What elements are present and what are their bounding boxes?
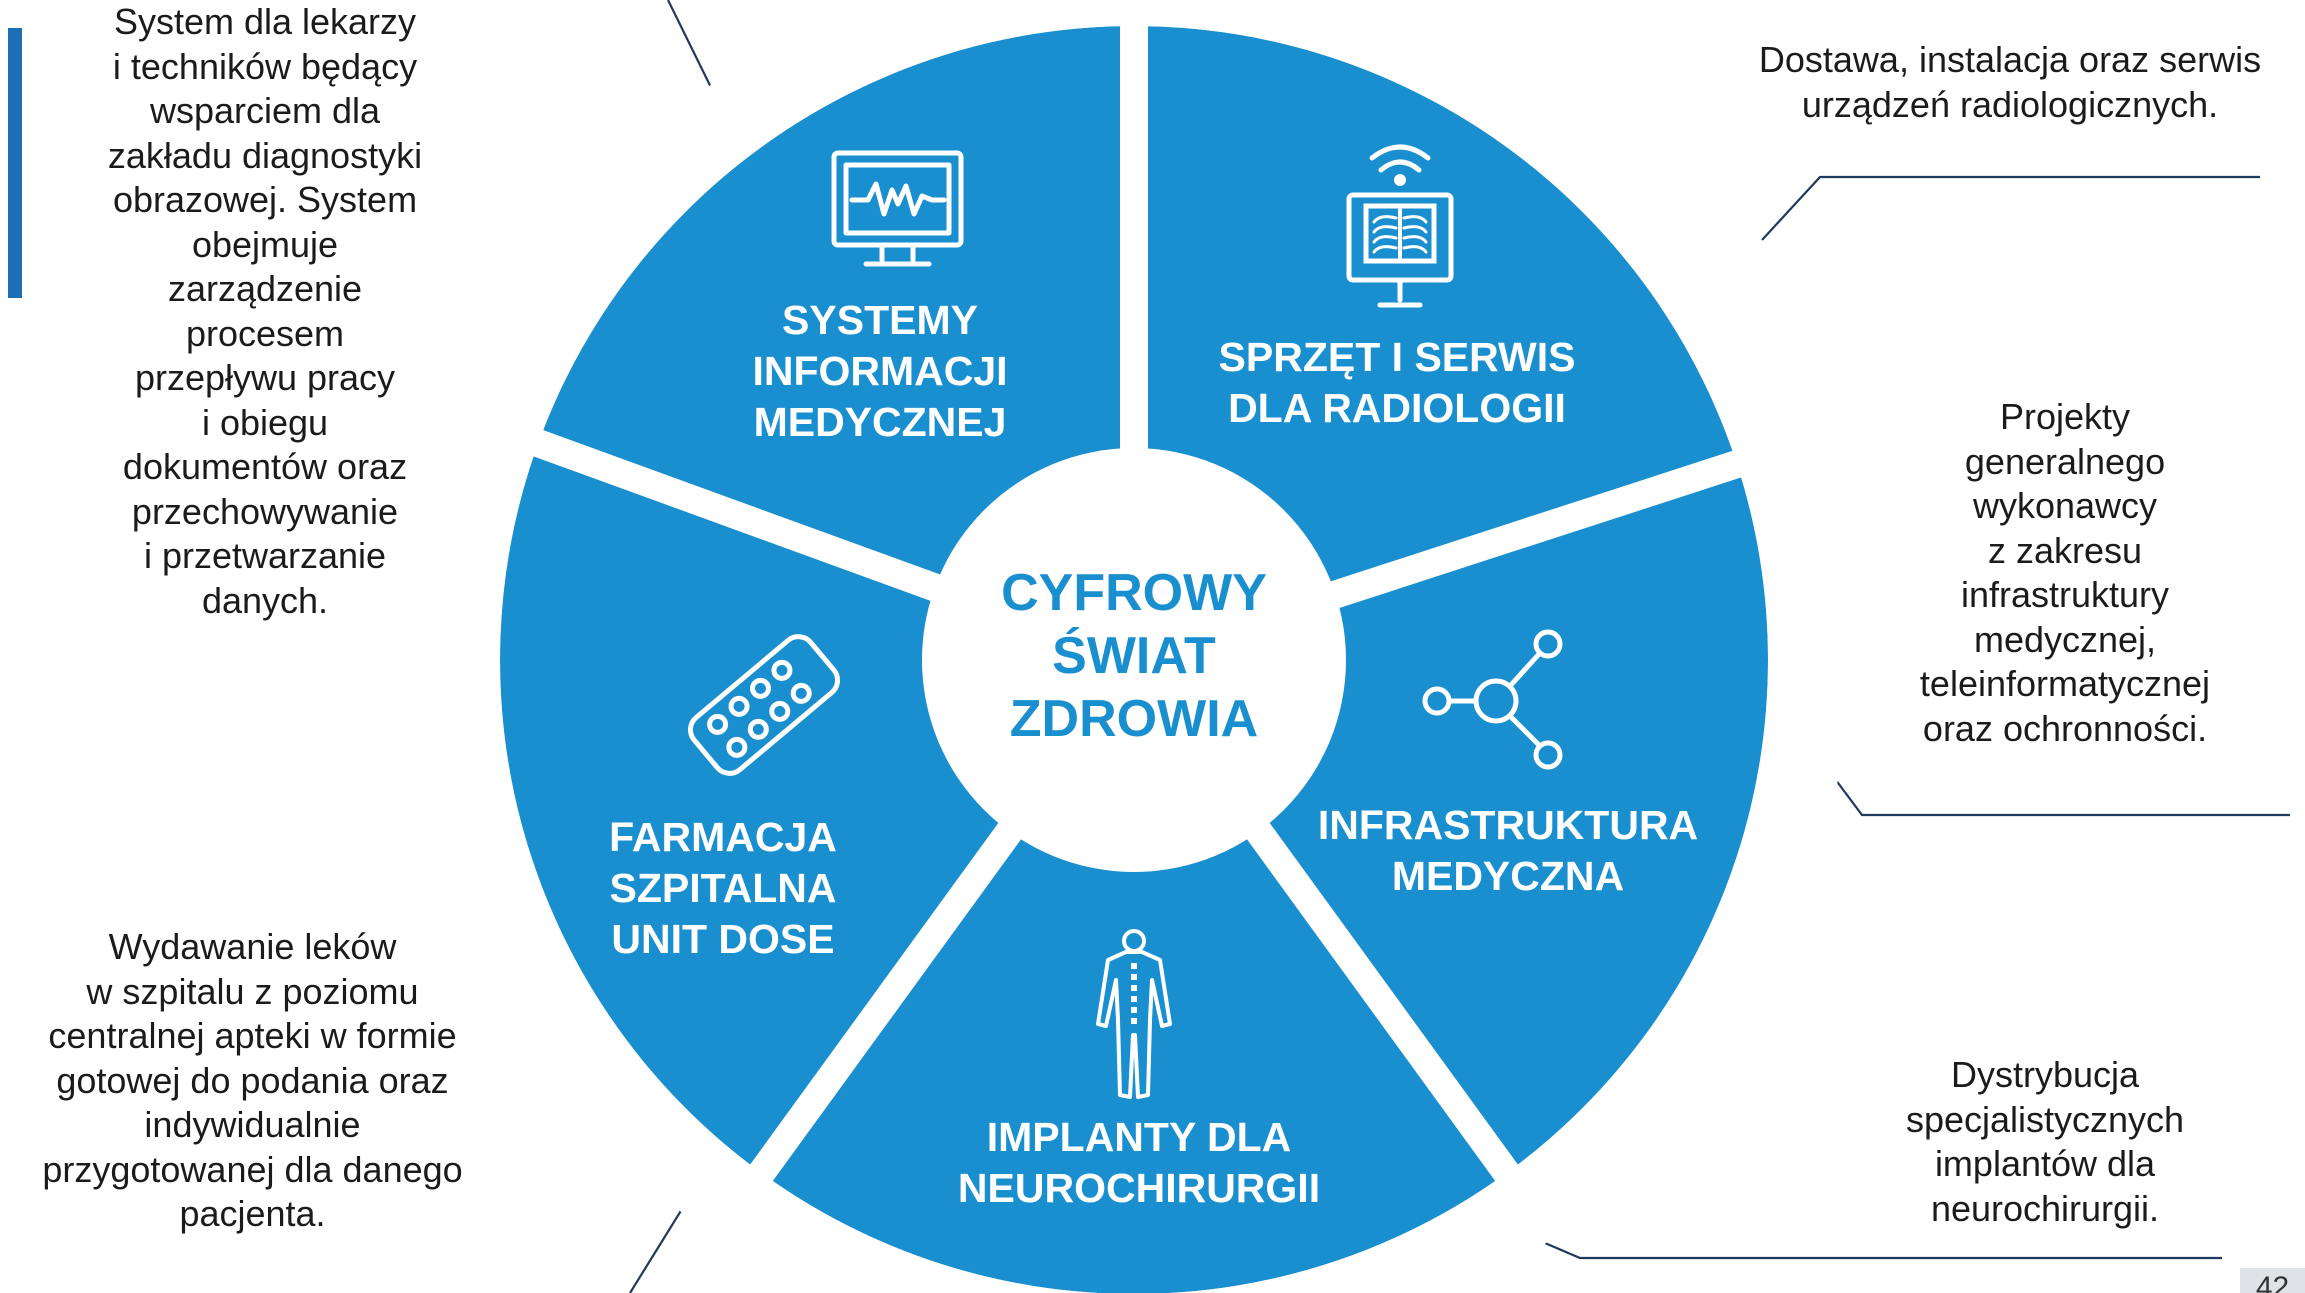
description-implanty: Dystrybucja specjalistycznych implantów … [1905,1054,2185,1229]
pill-blister-icon [687,634,841,776]
description-systemy: System dla lekarzy i techników będący ws… [107,1,423,621]
segment-title-infrastruktura: INFRASTRUKTURA MEDYCZNA [1318,802,1698,899]
center-circle [922,448,1346,872]
segment-title-line: FARMACJA [609,814,837,860]
segment-title-line: SZPITALNA [609,865,836,911]
human-spine-icon [1096,929,1172,1099]
center-title-line: CYFROWY [1001,564,1267,622]
segment-title-line: NEUROCHIRURGII [958,1165,1320,1211]
segment-title-sprzet: SPRZĘT I SERWIS DLA RADIOLOGII [1219,334,1576,431]
segment-title-line: MEDYCZNA [1392,853,1624,899]
monitor-heartbeat-icon [831,150,964,267]
segment-title-line: DLA RADIOLOGII [1228,385,1566,431]
xray-screen-icon [1346,144,1454,308]
segment-title-systemy: SYSTEMY INFORMACJI MEDYCZNEJ [752,297,1007,445]
segment-title-line: MEDYCZNEJ [754,399,1007,445]
page-number: 42 [2240,1268,2305,1293]
wheel-outer-edge [420,0,1848,1293]
description-farmacja: Wydawanie leków w szpitalu z poziomu cen… [42,926,463,1234]
segment-title-farmacja: FARMACJA SZPITALNA UNIT DOSE [609,814,837,962]
segment-title-line: SPRZĘT I SERWIS [1219,334,1576,380]
segment-systemy [538,26,1134,660]
segment-title-line: SYSTEMY [782,297,978,343]
accent-bar [8,28,22,298]
segment-title-line: IMPLANTY DLA [987,1114,1291,1160]
description-sprzet: Dostawa, instalacja oraz serwis urządzeń… [1758,39,2262,125]
segment-title-line: INFORMACJI [752,348,1007,394]
segment-title-line: INFRASTRUKTURA [1318,802,1698,848]
center-title-line: ZDROWIA [1010,690,1258,748]
segment-title-line: UNIT DOSE [611,916,834,962]
leader-line-sprzet [1761,175,2260,241]
segment-title-implanty: IMPLANTY DLA NEUROCHIRURGII [958,1114,1320,1211]
network-nodes-icon [1422,629,1563,770]
center-title-line: ŚWIAT [1052,627,1216,685]
leader-line-infrastruktura [1805,739,2290,817]
description-infrastruktura: Projekty generalnego wykonawcy z zakresu… [1919,396,2211,749]
segment-labels: SYSTEMY INFORMACJI MEDYCZNEJ SPRZĘT I SERWI… [609,297,1698,1211]
